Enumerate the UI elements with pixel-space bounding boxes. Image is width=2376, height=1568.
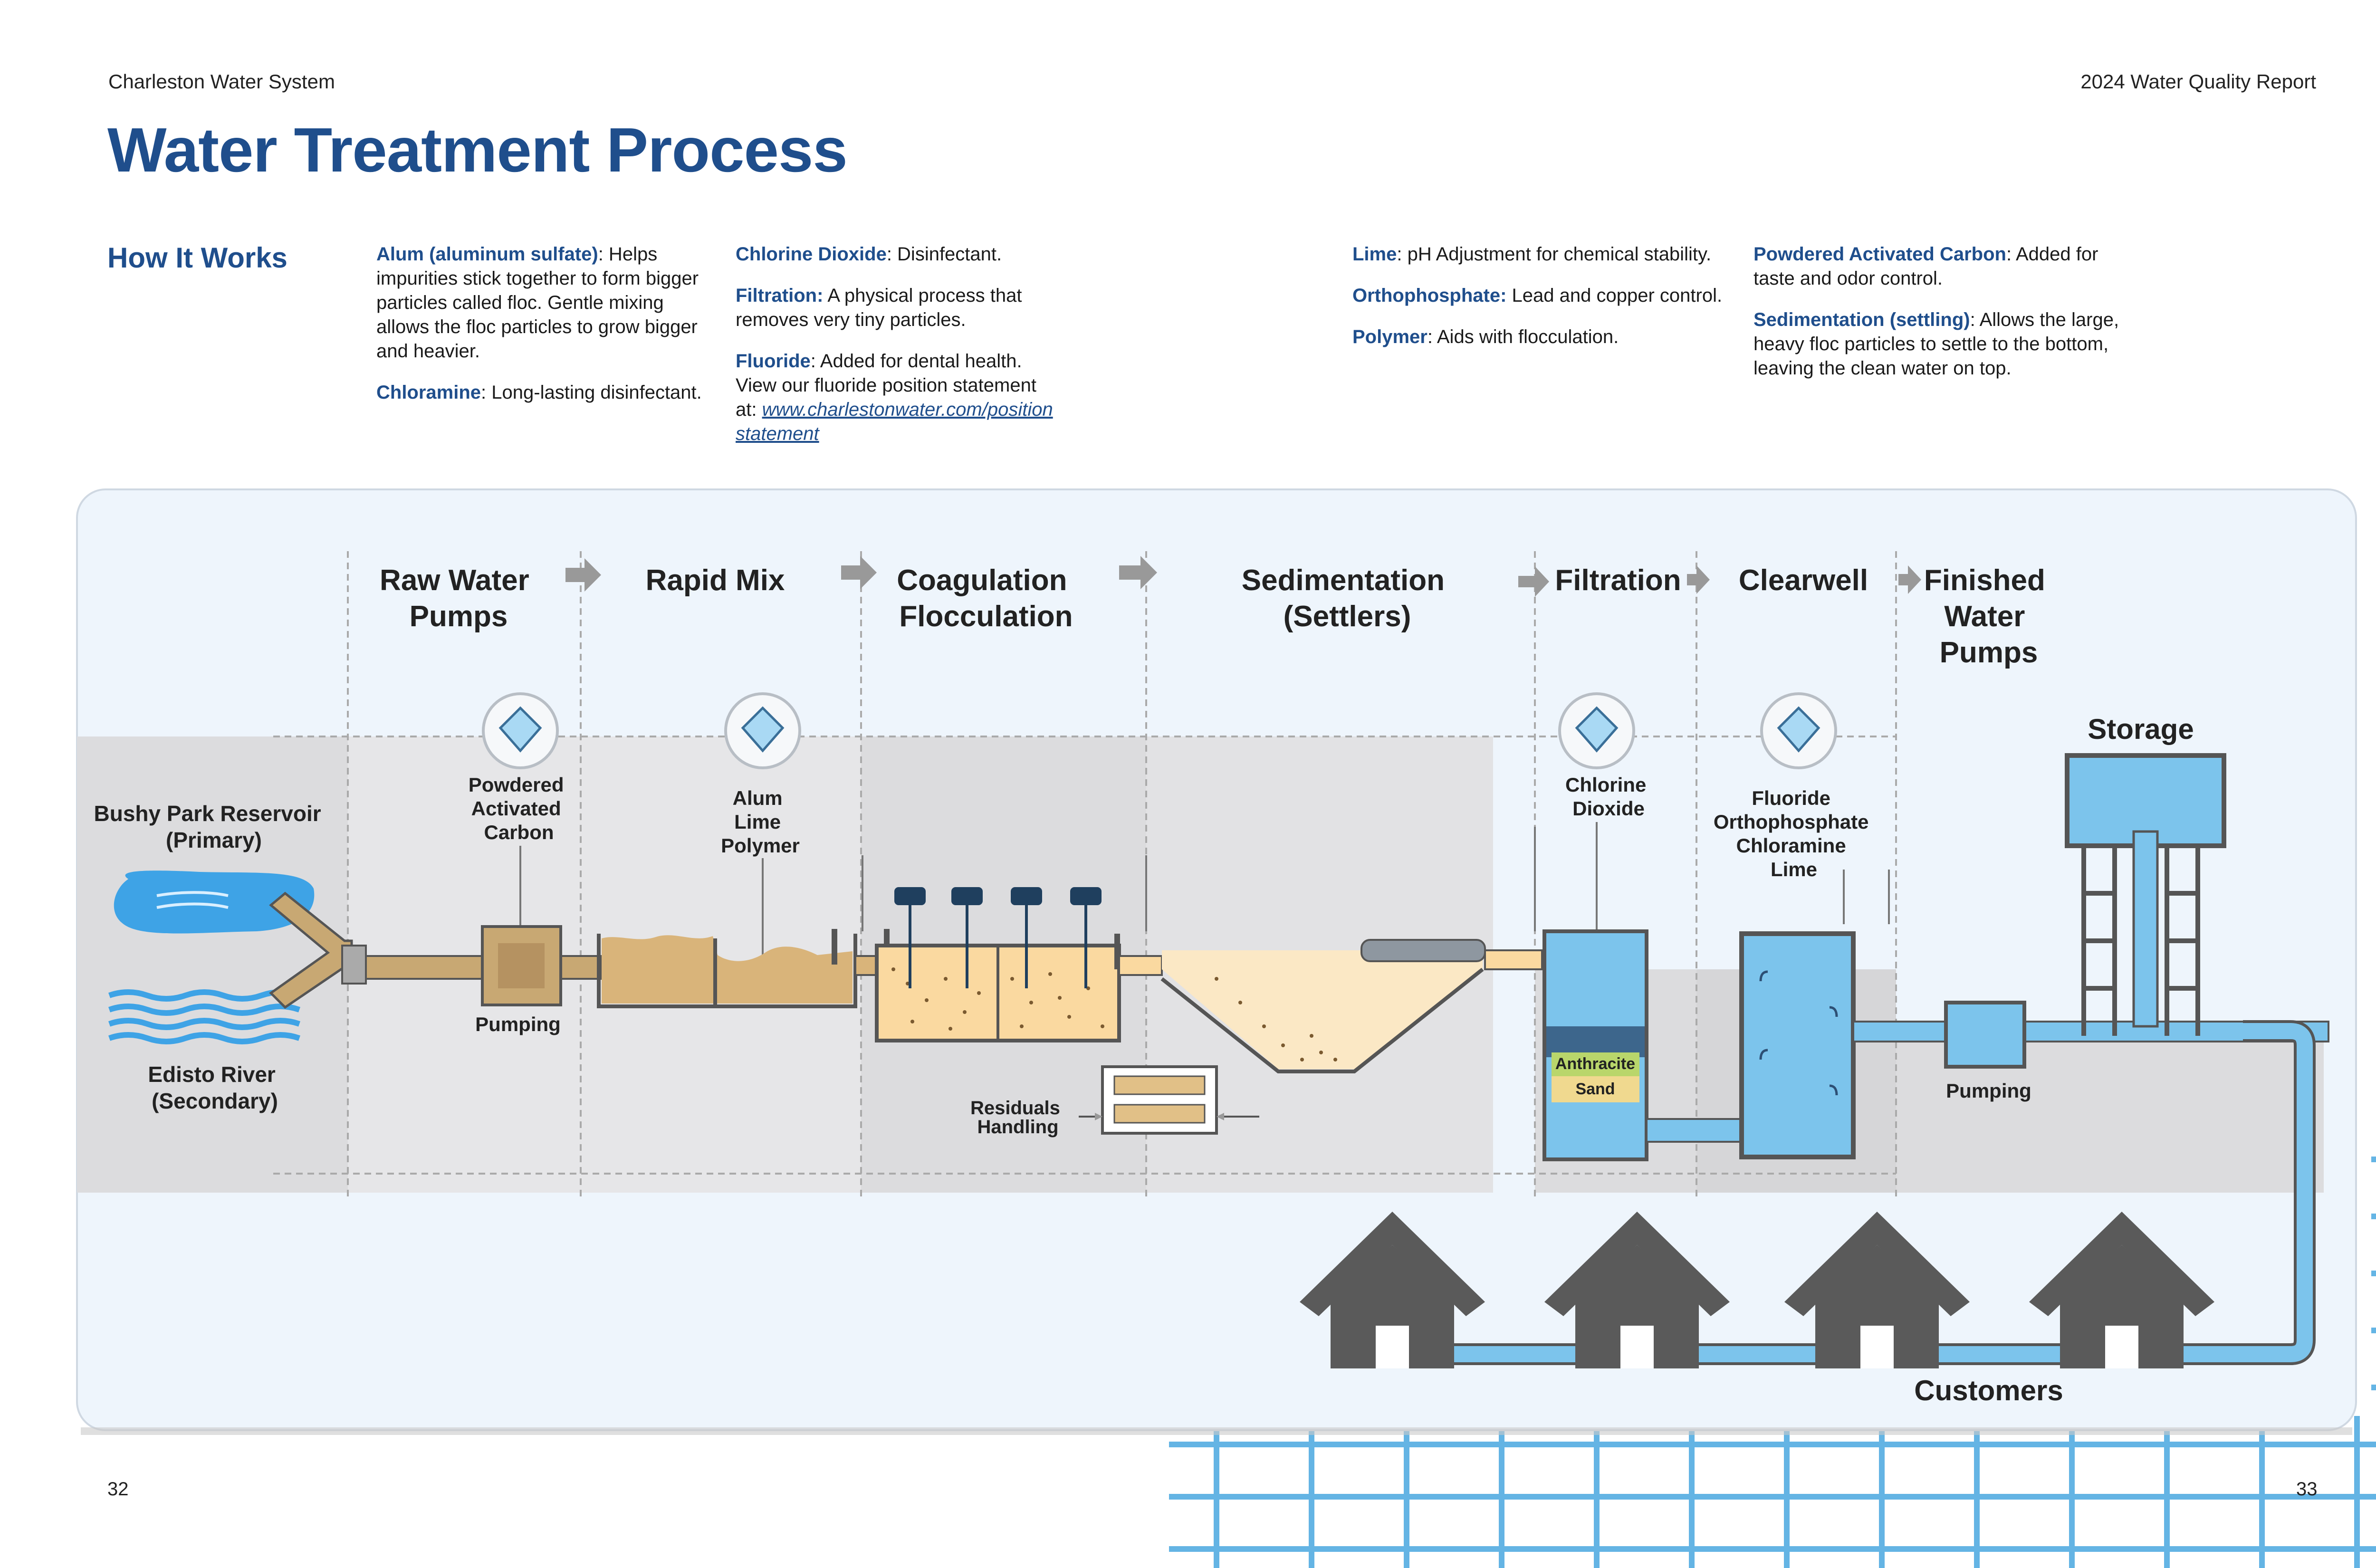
def-filtration: Filtration: A physical process that remo… xyxy=(736,285,1022,330)
svg-text:Alum Lime Polymer: Alum Lime Polymer xyxy=(721,787,800,857)
def-sedimentation: Sedimentation (settling): Allows the lar… xyxy=(1753,309,2119,379)
def-chloramine: Chloramine: Long-lasting disinfectant. xyxy=(376,382,702,403)
chem-rapid-mix: Alum xyxy=(733,787,783,809)
header-right: 2024 Water Quality Report xyxy=(2080,70,2316,93)
def-pac: Powdered Activated Carbon: Added for tas… xyxy=(1753,244,2098,289)
svg-text:Residuals Handling: Residuals Handling xyxy=(970,1098,1065,1138)
def-fluoride: Fluoride: Added for dental health. View … xyxy=(736,351,1053,444)
stage-rapid-mix: Rapid Mix xyxy=(646,564,785,597)
chemical-feed-icon-pac xyxy=(482,692,559,769)
page-title: Water Treatment Process xyxy=(107,115,848,185)
page-number-left: 32 xyxy=(107,1479,129,1500)
stage-sedimentation: Sedimentation xyxy=(1242,564,1445,597)
how-it-works-heading: How It Works xyxy=(107,242,287,274)
label-storage: Storage xyxy=(2088,713,2194,745)
definitions-col-1: Alum (aluminum sulfate): Helps impuritie… xyxy=(376,242,719,422)
pipe-pattern-decoration xyxy=(1169,1157,2376,1568)
svg-text:Edisto River (Secondary): Edisto River (Secondary) xyxy=(148,1062,281,1113)
label-residuals: Residuals xyxy=(970,1098,1060,1119)
label-pumping-finished: Pumping xyxy=(1946,1080,2031,1102)
stage-clearwell: Clearwell xyxy=(1739,564,1868,597)
svg-text:Fluoride Orthophosphate: Fluoride Orthophosphate Chloramine Lime xyxy=(1714,787,1874,880)
definitions-col-2: Chlorine Dioxide: Disinfectant. Filtrati… xyxy=(736,242,1059,463)
stage-coagulation: Coagulation xyxy=(897,564,1067,597)
svg-text:Sedimentation (Settlers): Sedimentation (Settlers) xyxy=(1242,564,1453,633)
reservoir-icon xyxy=(114,870,315,934)
label-sand: Sand xyxy=(1575,1080,1615,1098)
stage-raw-water-pumps: Raw Water xyxy=(380,564,529,597)
label-customers: Customers xyxy=(1914,1375,2063,1406)
definitions-col-4: Powdered Activated Carbon: Added for tas… xyxy=(1753,242,2143,398)
svg-text:Coagulation Flocculation: Coagulation Flocculation xyxy=(897,564,1075,633)
def-orthophosphate: Orthophosphate: Lead and copper control. xyxy=(1352,285,1723,306)
source-primary: Bushy Park Reservoir xyxy=(94,801,321,826)
finished-pump-box xyxy=(1944,1001,2026,1069)
svg-text:Chlorine Dioxide: Chlorine Dioxide xyxy=(1565,774,1652,820)
source-secondary: Edisto River xyxy=(148,1062,276,1087)
chem-clearwell: Fluoride xyxy=(1752,787,1830,809)
chemical-feed-icon-clearwell xyxy=(1760,692,1837,769)
stage-filtration: Filtration xyxy=(1555,564,1681,597)
def-lime: Lime: pH Adjustment for chemical stabili… xyxy=(1352,244,1712,265)
def-polymer: Polymer: Aids with flocculation. xyxy=(1352,326,1619,347)
chem-chlorine: Chlorine xyxy=(1565,774,1646,796)
settler-plates xyxy=(1360,939,1486,962)
flocculator-mixers xyxy=(894,887,1102,988)
chemical-feed-icon-rapid-mix xyxy=(724,692,801,769)
chemical-feed-icon-chlorine xyxy=(1558,692,1635,769)
def-alum: Alum (aluminum sulfate): Helps impuritie… xyxy=(376,244,699,362)
stage-finished-water-pumps: Finished xyxy=(1924,564,2045,597)
svg-text:Bushy Park Reservoir (Prim: Bushy Park Reservoir (Primary) xyxy=(94,801,327,852)
header-left: Charleston Water System xyxy=(108,70,335,93)
svg-text:Finished Water Pumps: Finished Water Pumps xyxy=(1924,564,2053,669)
page-number-right: 33 xyxy=(2296,1479,2318,1500)
svg-text:Raw Water Pumps: Raw Water Pumps xyxy=(380,564,537,633)
svg-text:Powdered Activated Car: Powdered Activated Carbon xyxy=(469,774,569,843)
definitions-col-3: Lime: pH Adjustment for chemical stabili… xyxy=(1352,242,1742,366)
clearwell-tank xyxy=(1739,931,1856,1159)
chem-pac: Powdered xyxy=(469,774,564,796)
def-chlorine-dioxide: Chlorine Dioxide: Disinfectant. xyxy=(736,244,1002,265)
fluoride-position-link[interactable]: www.charlestonwater.com/positionstatemen… xyxy=(736,399,1053,444)
label-pumping-raw: Pumping xyxy=(475,1013,561,1035)
label-anthracite: Anthracite xyxy=(1555,1055,1635,1073)
river-icon xyxy=(108,989,300,1044)
customer-houses xyxy=(1300,1212,2214,1368)
